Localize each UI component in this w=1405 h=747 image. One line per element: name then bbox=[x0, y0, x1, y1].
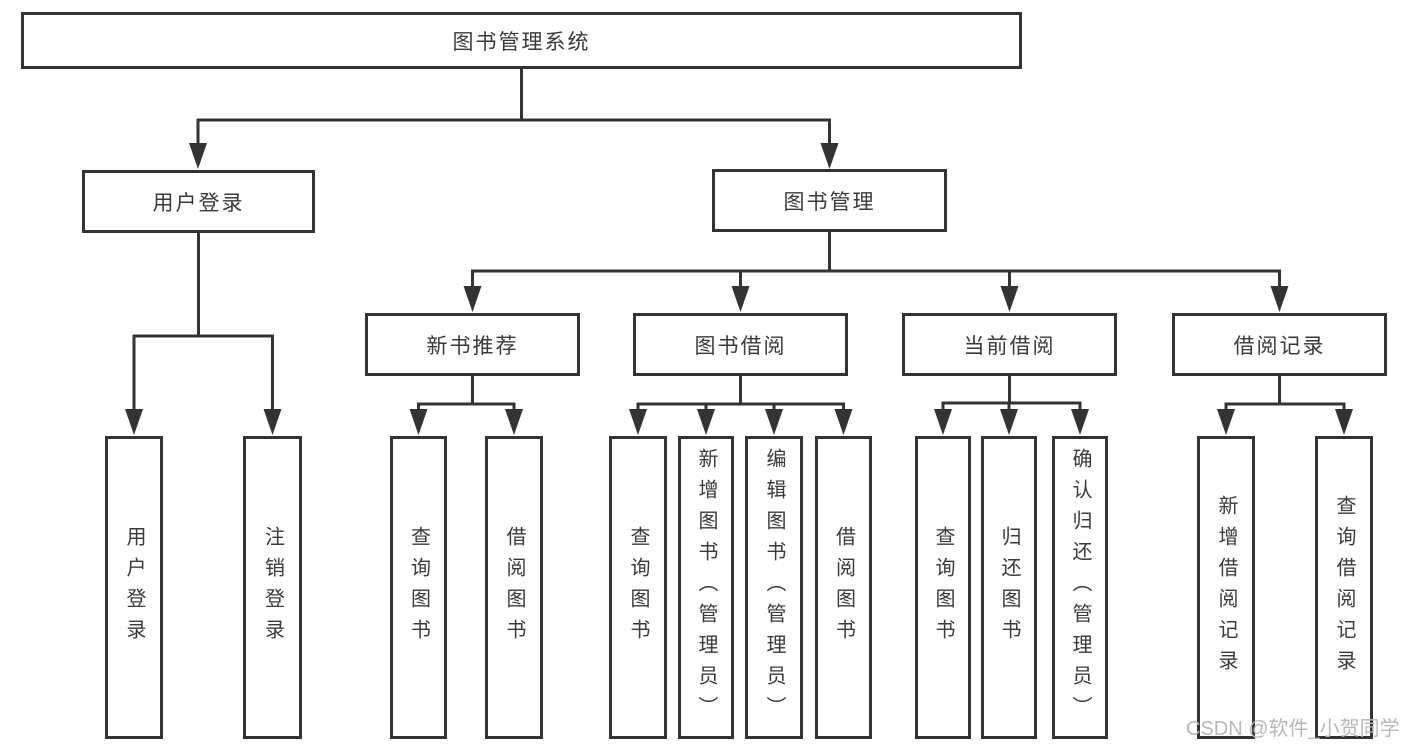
leaf-edit-books-admin: 编辑图书（管理员） bbox=[745, 436, 803, 739]
node-book-management: 图书管理 bbox=[712, 169, 947, 232]
leaf-label: 借阅图书 bbox=[503, 525, 525, 650]
leaf-label: 确认归还（管理员） bbox=[1069, 448, 1091, 727]
leaf-user-login: 用户登录 bbox=[105, 436, 163, 739]
watermark: CSDN @软件_小贺同学 bbox=[1186, 718, 1400, 740]
leaf-label: 查询图书 bbox=[932, 525, 954, 650]
node-borrowing-records: 借阅记录 bbox=[1172, 313, 1387, 376]
node-library-management-system: 图书管理系统 bbox=[21, 12, 1022, 69]
leaf-query-books-under-borrowing: 查询图书 bbox=[609, 436, 667, 739]
node-label: 图书借阅 bbox=[694, 334, 787, 358]
leaf-label: 编辑图书（管理员） bbox=[763, 448, 785, 727]
node-label: 新书推荐 bbox=[426, 334, 519, 358]
leaf-query-books-under-current: 查询图书 bbox=[915, 436, 971, 739]
leaf-return-books: 归还图书 bbox=[981, 436, 1037, 739]
node-label: 借阅记录 bbox=[1233, 334, 1326, 358]
leaf-borrow-books-under-borrowing: 借阅图书 bbox=[815, 436, 872, 739]
node-new-book-recommend: 新书推荐 bbox=[365, 313, 580, 376]
leaf-label: 借阅图书 bbox=[832, 525, 855, 650]
node-label: 当前借阅 bbox=[963, 334, 1056, 358]
leaf-borrow-books-under-recommend: 借阅图书 bbox=[485, 436, 543, 739]
node-current-borrowing: 当前借阅 bbox=[902, 313, 1117, 376]
leaf-query-books-under-recommend: 查询图书 bbox=[390, 436, 447, 739]
leaf-label: 用户登录 bbox=[123, 525, 145, 650]
leaf-query-borrow-record: 查询借阅记录 bbox=[1315, 436, 1373, 739]
leaf-confirm-return-admin: 确认归还（管理员） bbox=[1052, 436, 1108, 739]
leaf-add-borrow-record: 新增借阅记录 bbox=[1197, 436, 1255, 739]
node-label: 图书管理 bbox=[783, 190, 876, 214]
leaf-label: 新增图书（管理员） bbox=[695, 448, 717, 727]
leaf-label: 查询借阅记录 bbox=[1333, 494, 1355, 681]
leaf-label: 新增借阅记录 bbox=[1215, 494, 1237, 681]
node-user-login: 用户登录 bbox=[82, 170, 315, 233]
leaf-label: 查询图书 bbox=[627, 525, 649, 650]
node-label: 图书管理系统 bbox=[452, 30, 591, 54]
leaf-label: 查询图书 bbox=[407, 525, 430, 650]
leaf-add-books-admin: 新增图书（管理员） bbox=[678, 436, 734, 739]
leaf-label: 注销登录 bbox=[261, 525, 284, 650]
node-label: 用户登录 bbox=[152, 191, 245, 215]
node-book-borrowing: 图书借阅 bbox=[633, 313, 848, 376]
leaf-logout-login: 注销登录 bbox=[243, 436, 302, 739]
leaf-label: 归还图书 bbox=[998, 525, 1020, 650]
